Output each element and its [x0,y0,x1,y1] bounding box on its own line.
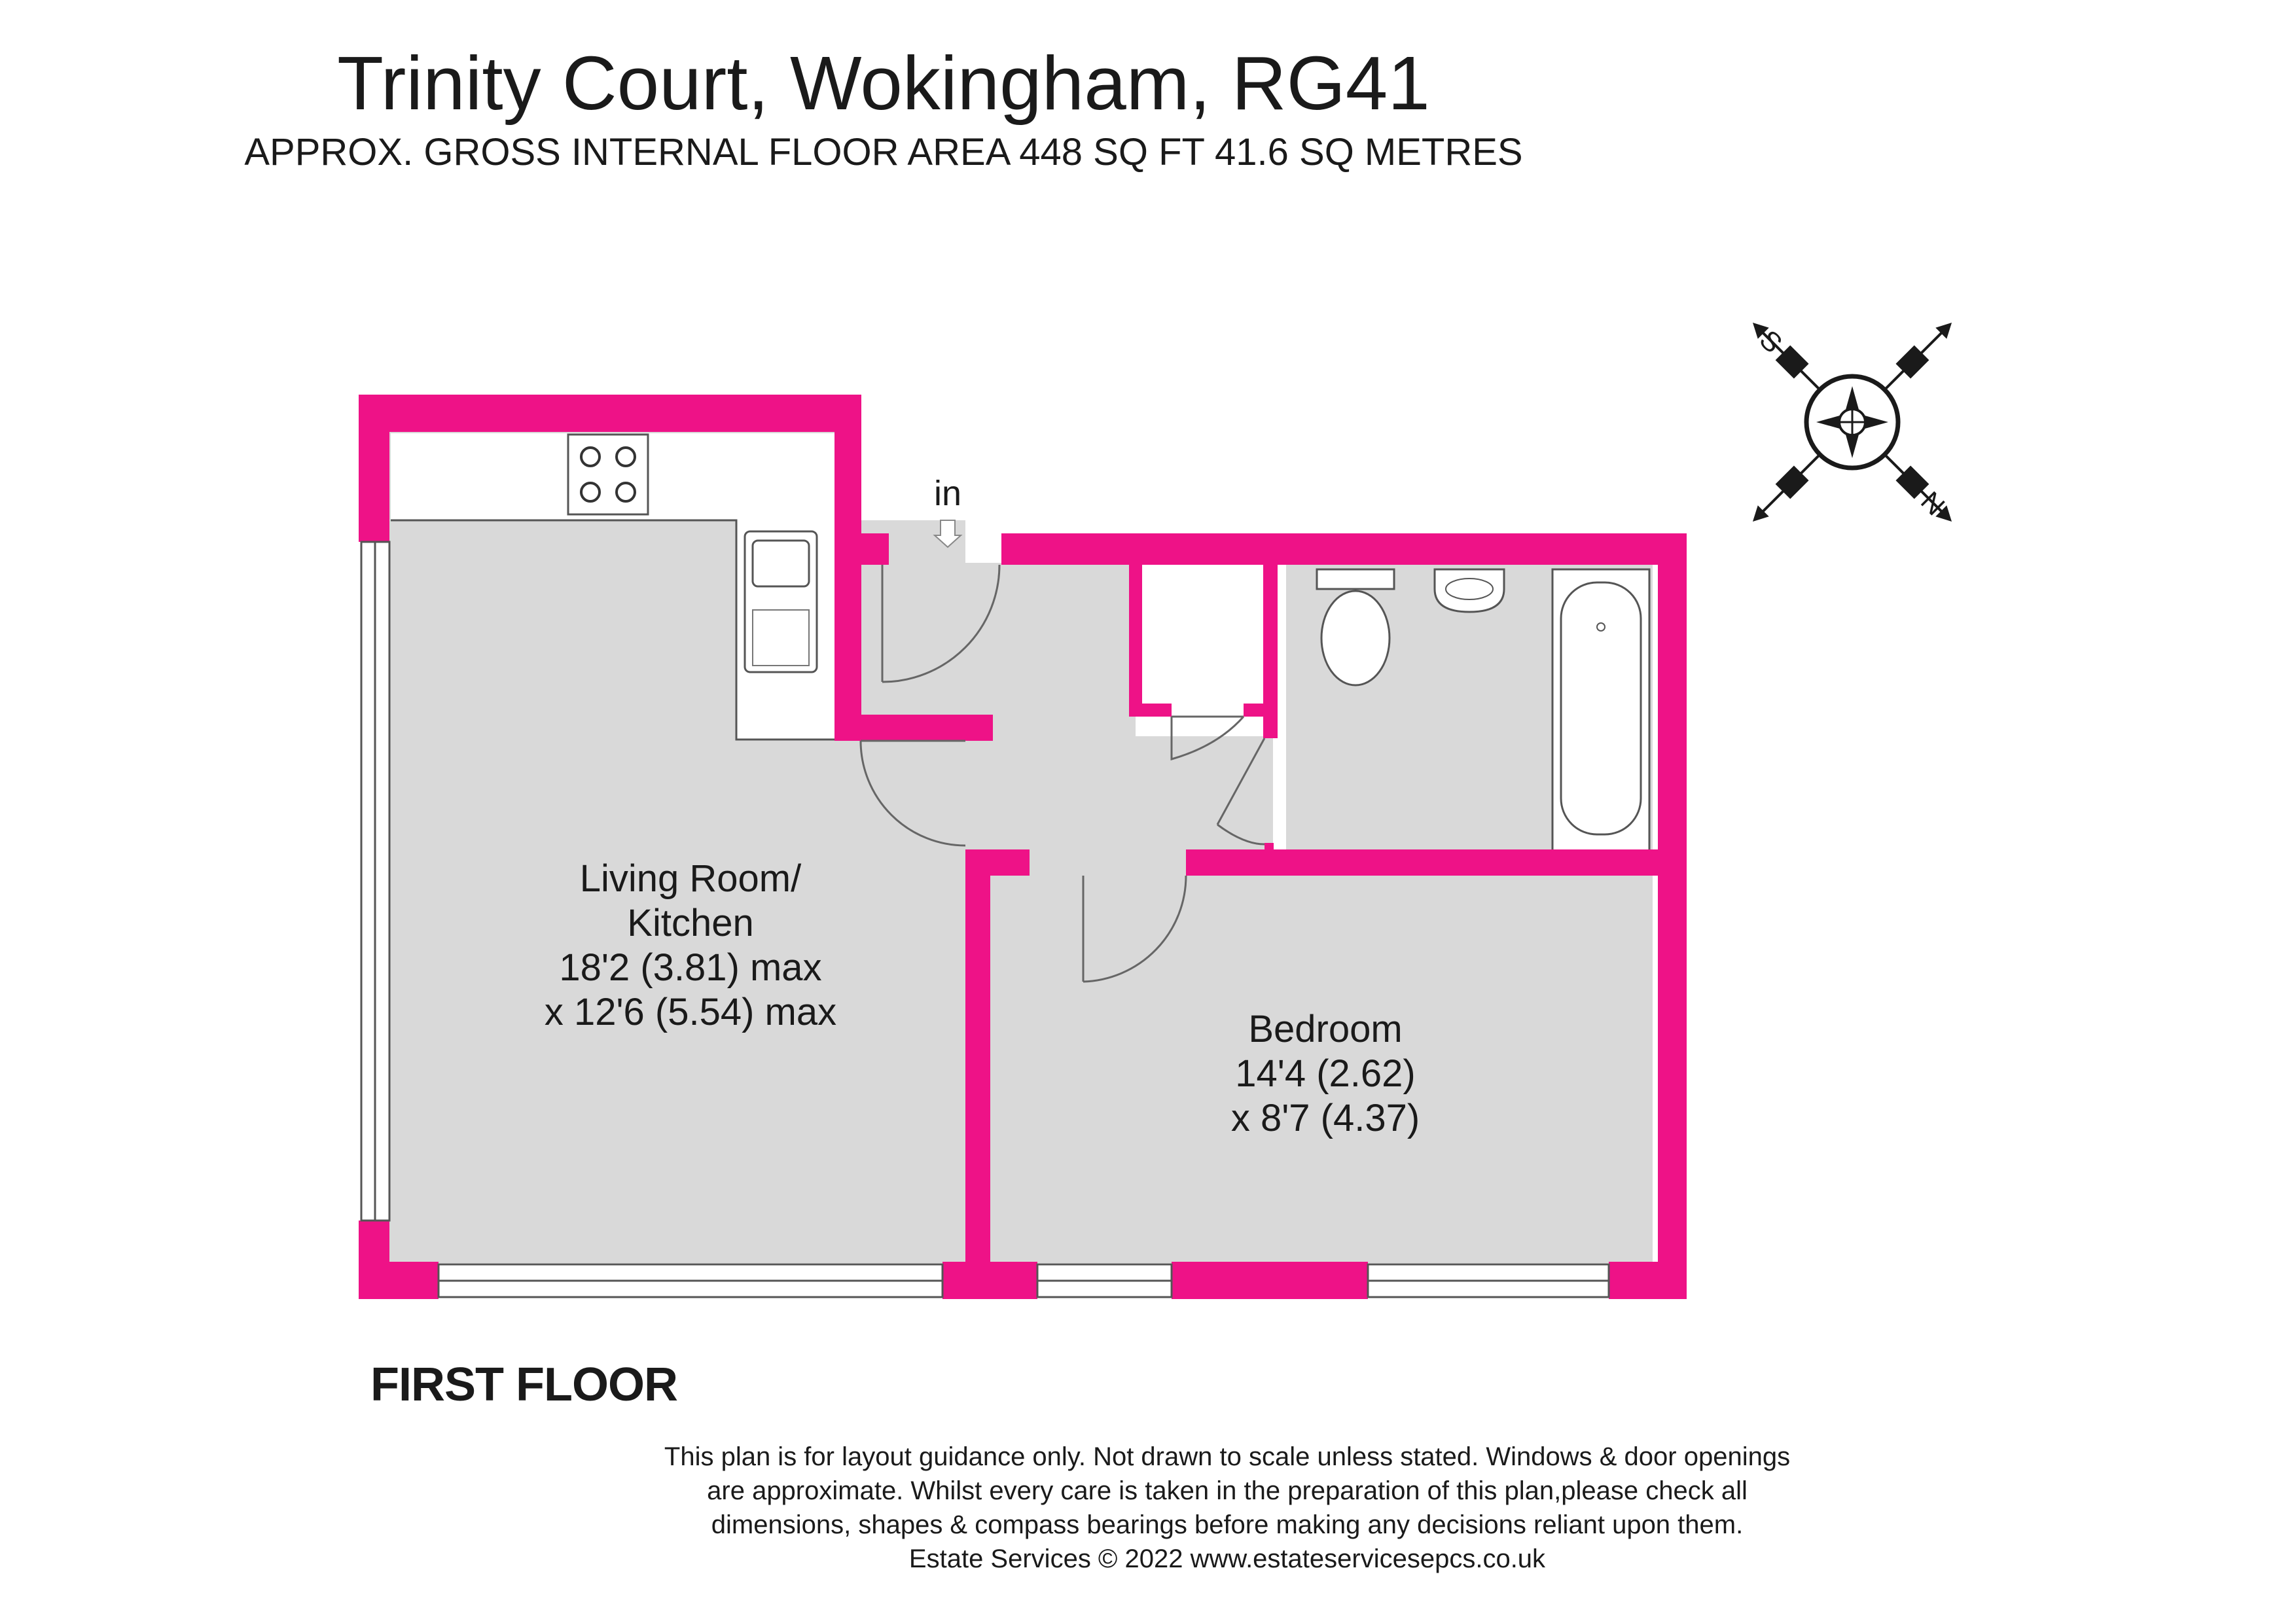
wall [1129,565,1142,710]
wall [965,849,990,1275]
wall [1263,565,1278,738]
hob-ring [615,446,636,467]
windows [360,541,1610,1298]
sink-drainer [752,609,810,666]
wall [834,395,861,740]
entrance-arrow-icon [933,520,963,548]
wall [1001,533,1687,565]
entrance-door [881,564,1001,683]
basin [1433,568,1505,613]
toilet-cistern [1316,568,1395,590]
wall [1172,1262,1368,1299]
wall [1609,1262,1687,1299]
living-room-dim-2: x 12'6 (5.54) max [545,991,836,1033]
entrance-marker: in [933,474,963,548]
bathroom-fixtures [1316,568,1651,852]
sink-unit [744,530,818,673]
disclaimer-line: dimensions, shapes & compass bearings be… [711,1510,1744,1539]
hob-ring [615,482,636,503]
walls [359,395,1687,1299]
cupboard-door [1170,715,1245,760]
bedroom-floor [988,874,1653,1263]
bathroom-door [1216,738,1266,846]
bedroom-dim-2: x 8'7 (4.37) [1231,1097,1420,1139]
disclaimer-line: This plan is for layout guidance only. N… [664,1442,1791,1471]
wall [985,849,1030,876]
wall [942,1262,1037,1299]
wall [1265,843,1274,856]
bath-plug [1596,622,1605,632]
wall [1129,704,1172,717]
counter-edge [391,519,834,741]
hob-ring [580,446,601,467]
toilet-bowl [1320,590,1391,687]
wall [359,395,861,432]
copyright-line: Estate Services © 2022 www.estateservice… [908,1544,1546,1573]
living-room-name-1: Living Room/ [580,857,802,900]
hob-ring [580,482,601,503]
doors [859,564,1266,983]
bedroom-door [1082,875,1187,983]
floor-label: FIRST FLOOR [370,1359,678,1411]
living-room-label: Living Room/ Kitchen 18'2 (3.81) max x 1… [545,857,836,1033]
entrance-label: in [934,474,961,513]
disclaimer-line: are approximate. Whilst every care is ta… [707,1476,1748,1505]
basin-bowl [1445,578,1494,600]
cupboard-floor [1136,566,1263,710]
page-title: Trinity Court, Wokingham, RG41 [337,41,1430,126]
living-room-dim-1: 18'2 (3.81) max [559,946,821,989]
wall [359,1262,439,1299]
bedroom-label: Bedroom 14'4 (2.62) x 8'7 (4.37) [1231,1008,1420,1139]
wall [834,715,993,741]
wall [1658,533,1687,1299]
compass: S N [1752,322,1952,522]
living-room-door [859,740,966,847]
sink-bowl [751,539,810,588]
wall [1186,849,1659,876]
wall [359,395,389,542]
wall [834,533,889,565]
kitchen-counter [391,433,836,741]
disclaimer: This plan is for layout guidance only. N… [589,1440,1865,1576]
floor-area-subtitle: APPROX. GROSS INTERNAL FLOOR AREA 448 SQ… [244,131,1523,173]
hob [567,433,649,516]
bath-inner [1560,581,1642,836]
bedroom-dim-1: 14'4 (2.62) [1235,1052,1415,1095]
bedroom-name: Bedroom [1248,1008,1402,1050]
living-room-name-2: Kitchen [627,902,753,944]
